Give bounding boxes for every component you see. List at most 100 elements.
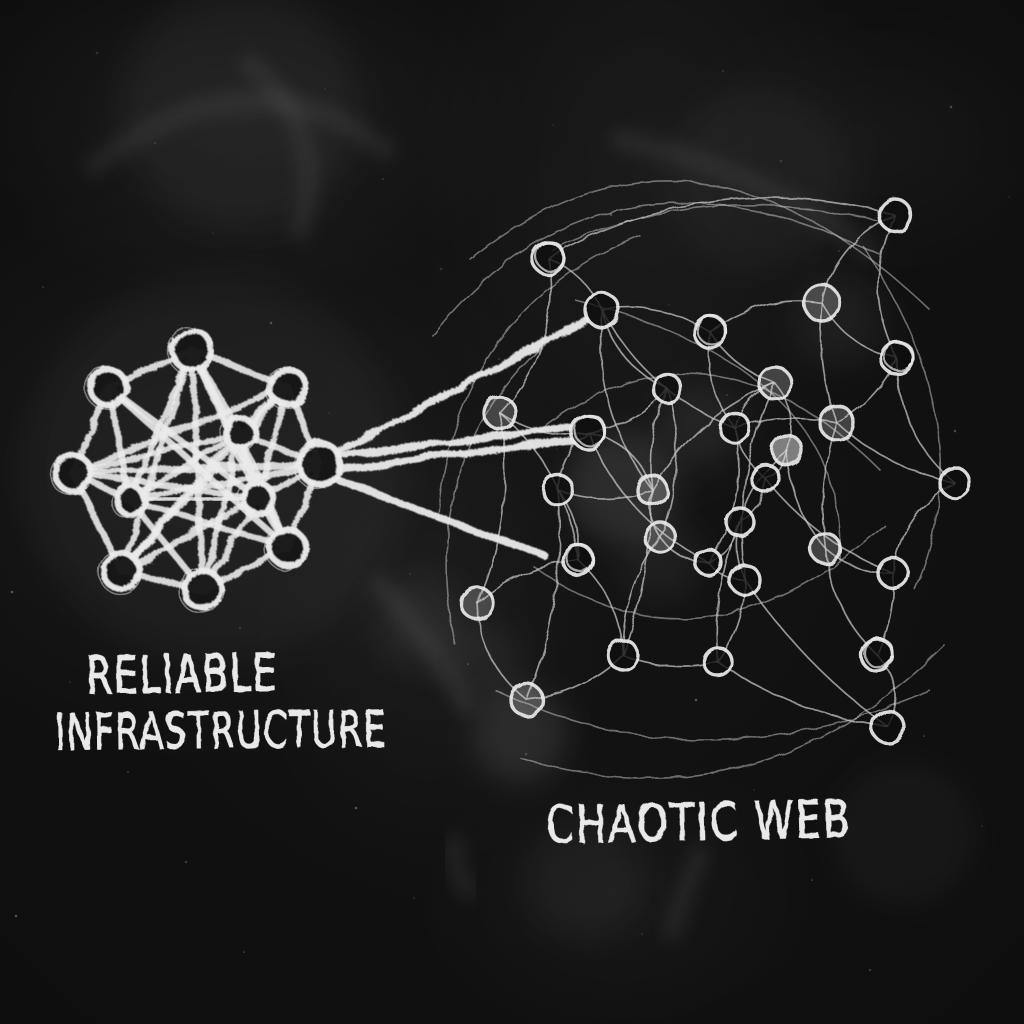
web-edge (599, 309, 653, 491)
chalk-speck (753, 789, 755, 791)
chalk-speck (1008, 196, 1010, 198)
network-node-outer-ring (293, 440, 343, 490)
web-node (876, 556, 910, 590)
web-edge (651, 382, 776, 491)
chalk-smudge-stroke (609, 129, 881, 261)
web-arc (861, 244, 942, 591)
web-node (870, 709, 906, 745)
web-node (482, 395, 518, 431)
web-arc (531, 524, 886, 620)
chalk-speck (524, 752, 528, 756)
web-arc (551, 204, 883, 251)
web-node (718, 411, 752, 445)
chalk-speck (949, 105, 953, 109)
network-edge (104, 383, 292, 552)
bridge-link (335, 436, 576, 473)
web-arc (494, 689, 931, 741)
web-edge (741, 382, 776, 581)
chalk-smudge-stroke (239, 54, 320, 241)
web-node (879, 340, 915, 376)
web-node (569, 413, 607, 451)
network-node-outer-ring (166, 327, 214, 375)
web-node (643, 520, 677, 554)
network-edge (69, 383, 292, 477)
network-node-outer-ring (84, 366, 128, 410)
web-arc (469, 180, 931, 311)
chalk-speck (324, 88, 326, 90)
network-node-outer-ring (237, 480, 275, 518)
bridge-link (329, 474, 549, 560)
network-node (240, 480, 276, 516)
network-node (113, 483, 147, 517)
web-arc (431, 202, 881, 337)
reliable-network-nodes (49, 327, 344, 614)
network-node (181, 568, 225, 612)
web-edge (877, 214, 898, 359)
chalk-speck (354, 806, 358, 810)
web-node (702, 646, 734, 678)
chalk-dust-cloud (795, 275, 885, 365)
web-node (583, 291, 621, 329)
chalk-dust-cloud (658, 383, 742, 467)
chalk-speck (811, 879, 813, 881)
chalk-speck (583, 843, 585, 845)
chalk-dust-cloud (525, 820, 645, 940)
network-node (222, 415, 258, 451)
web-edge (499, 257, 552, 414)
chalk-dust-cloud (567, 432, 677, 542)
web-node (757, 365, 793, 401)
web-node-double-ring (573, 413, 607, 447)
network-edge (126, 460, 324, 504)
web-node (859, 637, 895, 673)
web-node-double-ring (534, 240, 566, 272)
web-node (459, 585, 495, 621)
web-node (724, 506, 756, 538)
chalk-speck (297, 717, 299, 719)
chalk-speck (212, 232, 214, 234)
web-node (877, 197, 913, 233)
chalk-speck (95, 51, 99, 55)
chalk-speck (668, 304, 670, 306)
web-edge (622, 489, 653, 656)
web-node (635, 473, 669, 507)
network-node-outer-ring (49, 452, 93, 496)
network-node (169, 327, 215, 373)
web-node (749, 462, 781, 494)
chalk-speck (923, 735, 925, 737)
chalk-speck (981, 825, 983, 827)
chalk-speck (726, 394, 728, 396)
web-arc (437, 234, 641, 521)
reliable-infrastructure-label-line2: INFRASTRUCTURE (55, 700, 388, 761)
chalk-speck (14, 914, 18, 918)
web-edge (715, 521, 741, 663)
network-node (267, 527, 309, 569)
chalk-speck (269, 321, 273, 325)
chalk-speck (779, 159, 783, 163)
chalk-speck (42, 286, 44, 288)
chalk-speck (243, 951, 245, 953)
network-edge (69, 469, 262, 502)
network-node (52, 452, 94, 494)
chalk-speck (413, 897, 415, 899)
chalk-speck (722, 70, 724, 72)
chalk-speck (641, 933, 643, 935)
web-node (541, 473, 575, 507)
web-node (808, 531, 842, 565)
network-node-outer-ring (178, 568, 224, 614)
chalk-smudge-stroke (84, 90, 396, 176)
chaotic-web-nodes (459, 197, 972, 745)
chalk-speck (609, 213, 613, 217)
web-edge (821, 422, 838, 549)
chalk-dust-cloud (835, 765, 975, 905)
web-node (728, 563, 762, 597)
chalk-speck (467, 663, 469, 665)
web-arc (445, 334, 556, 646)
web-edge (744, 579, 889, 728)
web-node (802, 283, 842, 323)
network-node (296, 440, 344, 488)
web-node (692, 314, 728, 350)
chalk-smudge-stroke (661, 844, 711, 941)
chalk-speck (127, 771, 129, 773)
